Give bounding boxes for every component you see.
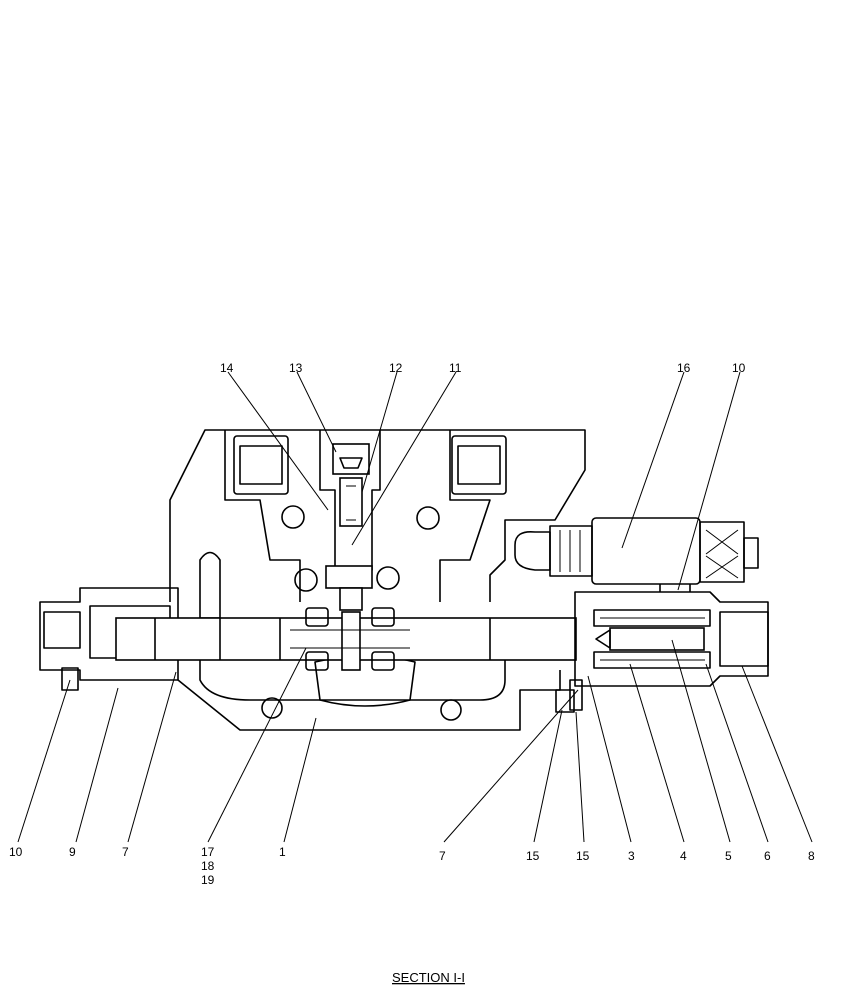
callout-3: 3 [628, 849, 635, 863]
callout-17: 17 [201, 845, 215, 859]
bore-hole [376, 566, 400, 590]
callout-5: 5 [725, 849, 732, 863]
callout-13: 13 [289, 361, 303, 375]
callout-8: 8 [808, 849, 815, 863]
bore-hole [261, 697, 283, 719]
callout-6: 6 [764, 849, 771, 863]
callout-1: 1 [279, 845, 286, 859]
bore-hole [416, 506, 440, 530]
callout-7: 7 [122, 845, 129, 859]
solenoid-valve [514, 517, 759, 592]
callout-15: 15 [576, 849, 590, 863]
callout-4: 4 [680, 849, 687, 863]
callout-18: 18 [201, 859, 215, 873]
bore-hole [440, 699, 462, 721]
valve-body [169, 429, 586, 731]
callout-14: 14 [220, 361, 234, 375]
bore-hole [294, 568, 318, 592]
callout-9: 9 [69, 845, 76, 859]
callout-12: 12 [389, 361, 403, 375]
callout-16: 16 [677, 361, 691, 375]
callouts-top: 14 13 12 11 16 10 [220, 361, 746, 375]
callout-15: 15 [526, 849, 540, 863]
callout-19: 19 [201, 873, 215, 887]
bore-hole [281, 505, 305, 529]
callout-7: 7 [439, 849, 446, 863]
spool-assembly [39, 587, 769, 713]
section-caption: SECTION I-I [392, 970, 465, 985]
callout-10: 10 [732, 361, 746, 375]
port-left [233, 435, 289, 495]
port-right [451, 435, 507, 495]
center-cartridge [325, 443, 373, 611]
callout-11: 11 [449, 361, 462, 375]
callout-10: 10 [9, 845, 23, 859]
callouts-bottom: 10 9 7 17 18 19 1 7 15 15 3 4 5 6 8 [9, 845, 815, 887]
leader-lines [17, 371, 813, 843]
